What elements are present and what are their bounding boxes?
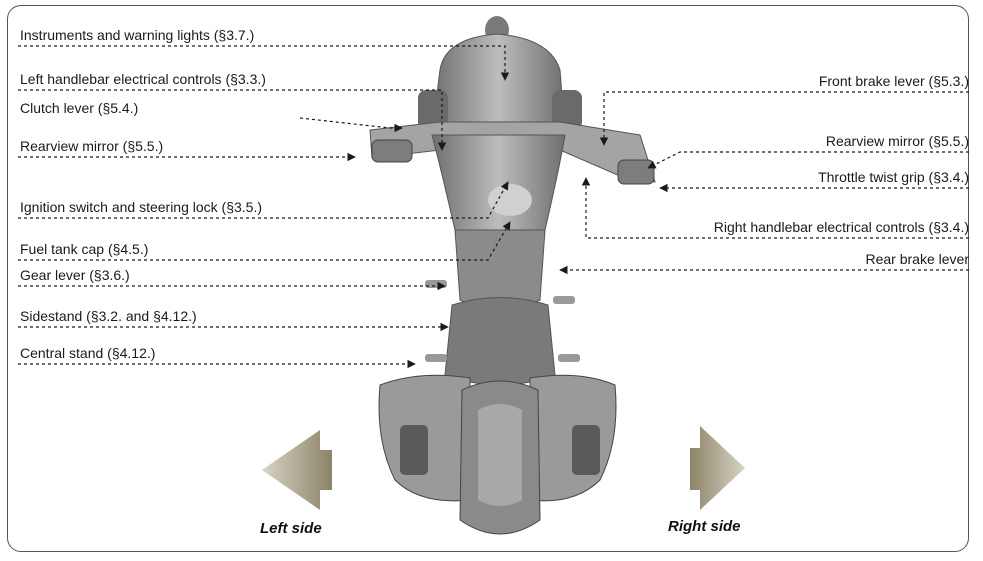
label-mirror-right: Rearview mirror (§5.5.) xyxy=(826,133,969,149)
label-mirror-left: Rearview mirror (§5.5.) xyxy=(20,138,163,154)
motorcycle-illustration xyxy=(370,16,655,534)
label-rear-brake: Rear brake lever xyxy=(866,251,970,267)
label-front-brake: Front brake lever (§5.3.) xyxy=(819,73,969,89)
label-clutch: Clutch lever (§5.4.) xyxy=(20,100,138,116)
label-gear: Gear lever (§3.6.) xyxy=(20,267,130,283)
label-ignition: Ignition switch and steering lock (§3.5.… xyxy=(20,199,262,215)
right-side-arrow xyxy=(690,426,745,510)
label-fuel-cap: Fuel tank cap (§4.5.) xyxy=(20,241,148,257)
label-central-stand: Central stand (§4.12.) xyxy=(20,345,155,361)
label-throttle: Throttle twist grip (§3.4.) xyxy=(818,169,969,185)
label-right-controls: Right handlebar electrical controls (§3.… xyxy=(714,219,969,235)
label-left-controls: Left handlebar electrical controls (§3.3… xyxy=(20,71,266,87)
right-side-label: Right side xyxy=(668,518,741,535)
label-instruments: Instruments and warning lights (§3.7.) xyxy=(20,27,254,43)
label-sidestand: Sidestand (§3.2. and §4.12.) xyxy=(20,308,197,324)
left-side-arrow xyxy=(262,430,332,510)
left-side-label: Left side xyxy=(260,520,322,537)
